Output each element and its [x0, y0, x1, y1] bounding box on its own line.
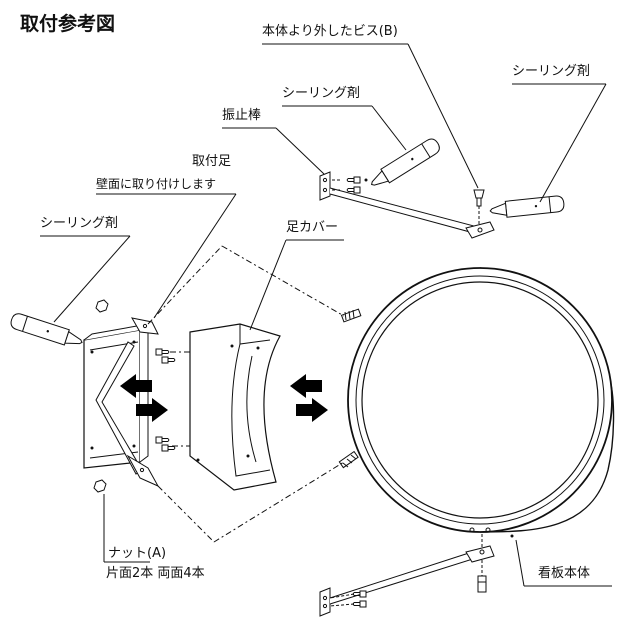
leader-lines: [40, 43, 612, 587]
diagram-title: 取付参考図: [20, 13, 116, 35]
label-screw-removed: 本体より外したビス(B): [262, 24, 398, 39]
screw-icon: [155, 348, 176, 452]
label-foot-cover: 足カバー: [286, 220, 339, 235]
sealant-tube-icon: [10, 138, 565, 346]
label-mount-foot-note: 壁面に取り付けします: [96, 177, 217, 191]
arrow-left-icon: [120, 374, 322, 398]
stud-lower: [338, 450, 359, 469]
nut-icon: [93, 299, 109, 493]
arrow-right-icon: [136, 398, 328, 422]
label-sealant-left: シーリング剤: [40, 216, 119, 231]
alignment-lines: [147, 245, 345, 543]
sign-body: [347, 267, 615, 538]
screw-icon: [346, 176, 368, 194]
stud-upper: [340, 308, 362, 323]
label-mount-foot: 取付足: [192, 154, 232, 169]
label-nut: ナット(A): [108, 546, 167, 561]
foot-cover: [189, 323, 281, 491]
label-sealant-right: シーリング剤: [512, 64, 591, 79]
label-sign-body: 看板本体: [538, 566, 591, 581]
anti-swing-bar-top: [319, 171, 495, 239]
label-anti-swing-bar: 振止棒: [222, 108, 262, 123]
anti-swing-bar-bottom: [319, 534, 495, 617]
label-sealant-top: シーリング剤: [282, 86, 361, 101]
mount-foot-bracket: [83, 317, 160, 488]
screw-b: [473, 189, 485, 226]
label-nut-note: 片面2本 両面4本: [106, 566, 205, 581]
